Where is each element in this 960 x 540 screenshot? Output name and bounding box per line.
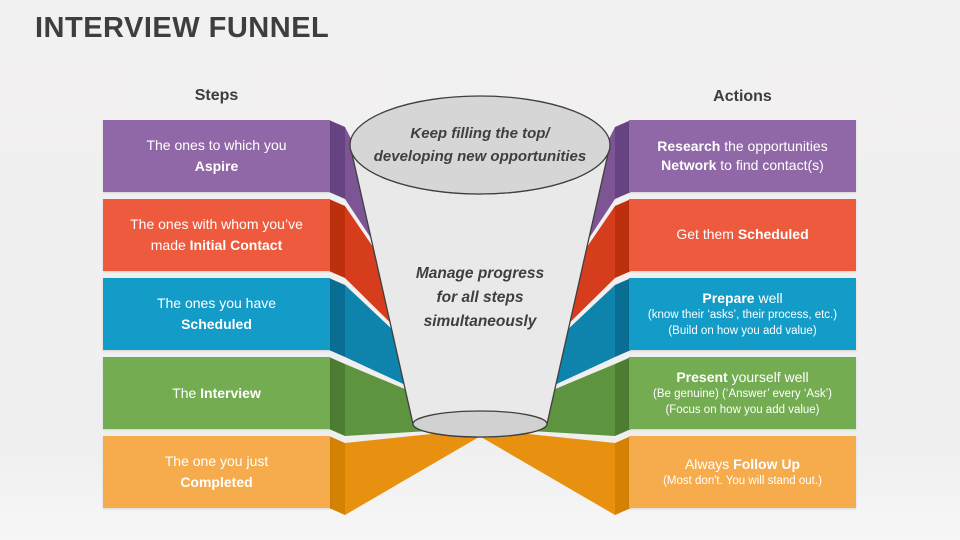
action-bar-follow-up: Always Follow Up(Most don't. You will st…	[629, 436, 856, 508]
bevel-right-blue	[615, 278, 631, 357]
wedge-right-orange	[481, 429, 615, 515]
bevel-right-red	[615, 199, 631, 278]
bevel-right-green	[615, 357, 631, 436]
bevel-left-green	[329, 357, 345, 436]
action-bar-prepare: Prepare well(know their ‘asks’, their pr…	[629, 278, 856, 350]
funnel-top-ellipse	[349, 95, 611, 195]
bevel-right-orange	[615, 436, 631, 515]
bevel-left-red	[329, 199, 345, 278]
funnel-top-text: Keep filling the top/developing new oppo…	[373, 125, 587, 165]
wedge-left-orange	[345, 429, 479, 515]
action-bar-get-scheduled-text: Get them Scheduled	[676, 226, 809, 243]
steps-column-header: Steps	[194, 87, 239, 104]
bevel-right-purple	[615, 120, 631, 199]
bevel-left-orange	[329, 436, 345, 515]
page-title: INTERVIEW FUNNEL	[35, 12, 330, 44]
action-bar-get-scheduled: Get them Scheduled	[629, 199, 856, 271]
step-bar-interview-text: The Interview	[172, 384, 261, 401]
bevel-left-purple	[329, 120, 345, 199]
step-bar-interview: The Interview	[103, 357, 330, 429]
actions-column-header: Actions	[713, 88, 772, 105]
action-bar-present: Present yourself well(Be genuine) (‘Answ…	[629, 357, 856, 429]
bevel-left-blue	[329, 278, 345, 357]
action-bar-follow-up-text: Always Follow Up(Most don't. You will st…	[663, 455, 822, 488]
action-bar-present-text: Present yourself well(Be genuine) (‘Answ…	[653, 369, 832, 416]
funnel-bottom-ellipse	[412, 410, 548, 438]
action-bar-prepare-text: Prepare well(know their ‘asks’, their pr…	[647, 290, 838, 337]
